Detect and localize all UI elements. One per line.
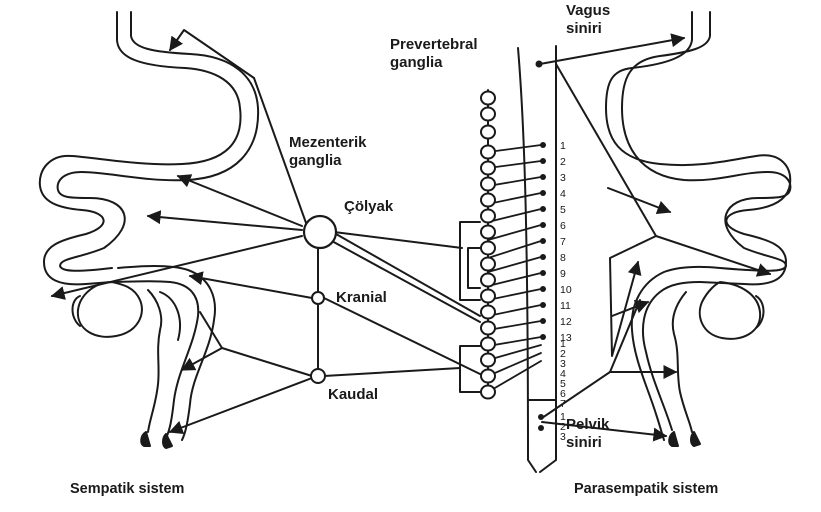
spinal-segment-number: 7 (560, 236, 566, 248)
prevertebral-label-line2: ganglia (390, 54, 478, 72)
right-esophagus-stomach (606, 12, 790, 284)
chain-ganglion (481, 338, 495, 351)
chain-ganglion (481, 92, 495, 105)
pelvic-label-line1: Pelvik (566, 416, 609, 434)
chain-ganglion (481, 290, 495, 303)
spinal-segment-number: 1 (560, 140, 566, 152)
chain-ganglion (481, 274, 495, 287)
chain-ganglion (481, 178, 495, 191)
mesenteric-ganglia-label: Mezenterik ganglia (289, 134, 367, 170)
spinal-segment-number: 6 (560, 220, 566, 232)
right-colon (632, 267, 764, 440)
prevertebral-label-line1: Prevertebral (390, 36, 478, 54)
vagus-label-line2: siniri (566, 20, 610, 38)
chain-ganglion (481, 386, 495, 399)
spinal-root-dots (536, 61, 547, 432)
chain-ganglion (481, 226, 495, 239)
chain-ganglion (481, 146, 495, 159)
spinal-segment-number: 10 (560, 284, 572, 296)
spinal-segment-number: 8 (560, 252, 566, 264)
chain-ganglion (481, 258, 495, 271)
left-colon (73, 266, 215, 440)
sympathetic-system-caption: Sempatik sistem (70, 480, 184, 498)
spinal-segment-number: 12 (560, 316, 572, 328)
vagus-nerve-label: Vagus siniri (566, 2, 610, 38)
mesenteric-label-line2: ganglia (289, 152, 367, 170)
caudal-label: Kaudal (328, 386, 378, 404)
chain-ganglion (481, 194, 495, 207)
spinal-segment-number: 9 (560, 268, 566, 280)
chain-ganglion (481, 242, 495, 255)
left-esophagus-stomach (40, 12, 258, 284)
spinal-segment-number: 5 (560, 204, 566, 216)
vagus-label-line1: Vagus (566, 2, 610, 20)
chain-ganglion (481, 162, 495, 175)
mesenteric-label-line1: Mezenterik (289, 134, 367, 152)
vagus-nerve (540, 38, 770, 356)
right-rectum-tips (669, 432, 700, 446)
chain-ganglion (481, 322, 495, 335)
celiac-label: Çölyak (344, 198, 393, 216)
caudal-mesenteric-ganglion (311, 369, 325, 383)
chain-ganglion (481, 354, 495, 367)
parasympathetic-system-caption: Parasempatik sistem (574, 480, 718, 498)
chain-ganglion (481, 126, 495, 139)
spinal-segment-number: 3 (560, 172, 566, 184)
chain-ganglion (481, 370, 495, 383)
spinal-segment-number: 4 (560, 188, 566, 200)
chain-ganglion (481, 108, 495, 121)
spinal-to-chain-connections (488, 145, 541, 392)
cranial-mesenteric-ganglion (312, 292, 324, 304)
spinal-segment-number: 2 (560, 156, 566, 168)
pelvic-nerve-label: Pelvik siniri (566, 416, 609, 452)
chain-ganglion (481, 306, 495, 319)
celiac-ganglion (304, 216, 336, 248)
chain-ganglion (481, 210, 495, 223)
spinal-segment-number: 11 (560, 300, 571, 312)
prevertebral-ganglia-label: Prevertebral ganglia (390, 36, 478, 72)
pelvic-label-line2: siniri (566, 434, 609, 452)
cranial-label: Kranial (336, 289, 387, 307)
